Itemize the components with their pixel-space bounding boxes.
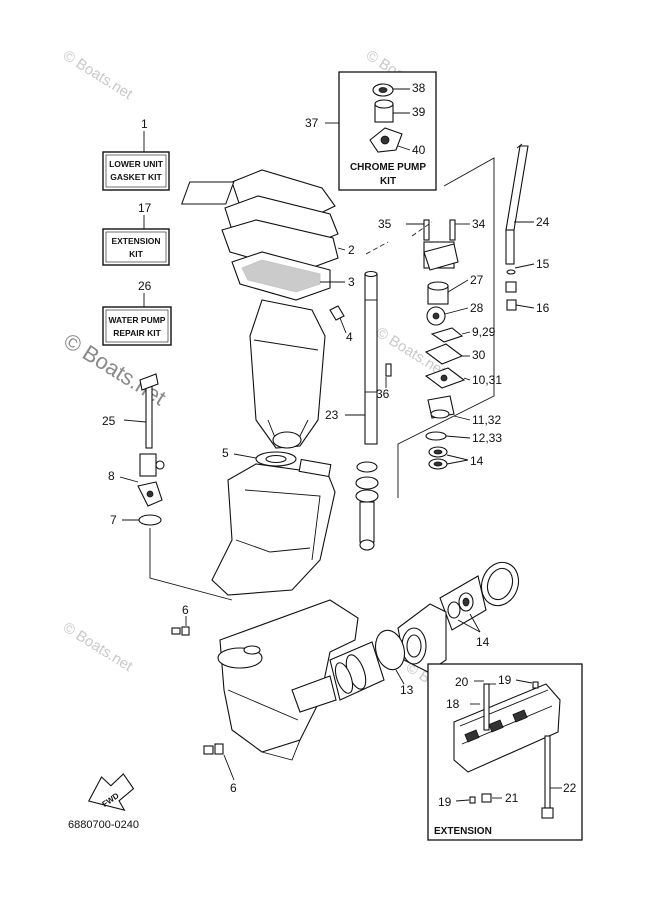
callout-36: 36 (376, 387, 390, 401)
callout-21: 21 (505, 791, 519, 805)
callout-40: 40 (412, 143, 426, 157)
gasket-kit-line2: GASKET KIT (110, 172, 162, 182)
callout-2: 2 (348, 243, 355, 257)
callout-24: 24 (536, 215, 550, 229)
callout-23: 23 (325, 408, 339, 422)
chrome-pump-line1: CHROME PUMP (350, 162, 426, 173)
callout-7: 7 (110, 513, 117, 527)
callout-13: 13 (400, 683, 414, 697)
callout-6a: 6 (182, 603, 189, 617)
callout-39: 39 (412, 105, 426, 119)
callout-9-29: 9,29 (472, 325, 496, 339)
callout-12-33: 12,33 (472, 431, 502, 445)
callout-16: 16 (536, 301, 550, 315)
callout-15: 15 (536, 257, 550, 271)
callout-10-31: 10,31 (472, 373, 502, 387)
bolt-6-lower: 6 (203, 743, 237, 795)
water-pump-assembly: 35 34 27 28 9,29 30 10,31 11,32 12,33 (378, 217, 502, 470)
upper-casing (249, 299, 326, 449)
callout-30: 30 (472, 348, 486, 362)
extension-kit-line1: EXTENSION (111, 236, 160, 246)
watermark: © Boats.net (60, 619, 136, 676)
gasket-kit-line1: LOWER UNIT (109, 159, 164, 169)
clip-part (329, 305, 345, 321)
callout-17: 17 (138, 201, 152, 215)
callout-19b: 19 (438, 795, 452, 809)
callout-14b: 14 (476, 635, 490, 649)
callout-3: 3 (348, 275, 355, 289)
water-tube: 24 15 16 (505, 143, 550, 315)
water-pump-kit-box: 26 WATER PUMP REPAIR KIT (102, 279, 172, 346)
callout-35: 35 (378, 217, 392, 231)
drive-shaft: 23 (325, 270, 379, 551)
upper-gaskets: 2 3 (180, 169, 355, 301)
lower-casing (211, 458, 336, 596)
callout-5: 5 (222, 446, 229, 460)
watermark: © Boats.net (60, 47, 136, 104)
callout-11-32: 11,32 (472, 413, 501, 427)
water-pump-kit-line2: REPAIR KIT (113, 328, 161, 338)
callout-4: 4 (346, 330, 353, 344)
key-part (385, 363, 392, 377)
water-pump-kit-line1: WATER PUMP (109, 315, 166, 325)
callout-1: 1 (141, 117, 148, 131)
extension-kit-box: 17 EXTENSION KIT (102, 201, 170, 266)
callout-37: 37 (305, 116, 319, 130)
extension-label: EXTENSION (434, 826, 492, 837)
callout-6b: 6 (230, 781, 237, 795)
callout-34: 34 (472, 217, 486, 231)
diagram-code: 6880700-0240 (68, 819, 139, 831)
chrome-pump-kit-box: 37 38 39 40 CHROME PUMP KIT (305, 71, 437, 191)
shift-rod: 25 8 7 (102, 373, 165, 527)
callout-8: 8 (108, 469, 115, 483)
callout-19a: 19 (498, 673, 512, 687)
gasket-3 (231, 251, 331, 301)
callout-22: 22 (563, 781, 577, 795)
callout-28: 28 (470, 301, 484, 315)
callout-18: 18 (446, 697, 460, 711)
prop-shaft-housing: 14 13 (291, 561, 520, 713)
callout-25: 25 (102, 414, 116, 428)
extension-kit-line2: KIT (129, 249, 144, 259)
callout-27: 27 (470, 273, 484, 287)
fwd-arrow-icon: FWD (87, 773, 135, 812)
chrome-pump-line2: KIT (380, 176, 396, 187)
bolt-6-upper: 6 (171, 603, 190, 636)
callout-26: 26 (138, 279, 152, 293)
callout-38: 38 (412, 81, 426, 95)
extension-box: 20 18 19 19 21 22 EXTENSION (427, 663, 583, 841)
gasket-2b (221, 219, 339, 273)
callout-20: 20 (455, 675, 469, 689)
gasket-kit-box: 1 LOWER UNIT GASKET KIT (102, 117, 170, 191)
callout-14a: 14 (470, 454, 484, 468)
